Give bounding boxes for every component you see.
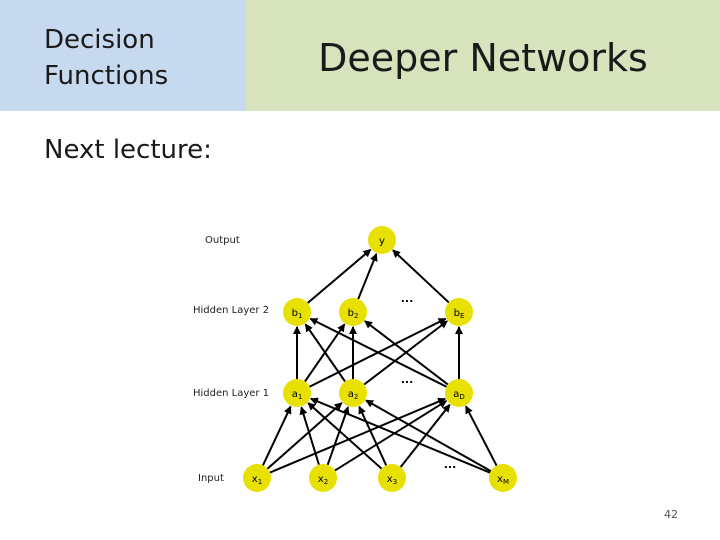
node-label: xM — [497, 474, 509, 486]
connection-arrow — [299, 406, 320, 465]
node-label: b2 — [348, 308, 359, 320]
connection-arrow — [334, 400, 448, 472]
connection-arrow — [307, 248, 372, 304]
input-layer-label: Input — [198, 473, 224, 484]
node-label: x3 — [387, 474, 397, 486]
node-label: bE — [454, 308, 465, 320]
node-label: b1 — [292, 308, 303, 320]
output-layer-label: Output — [205, 235, 240, 246]
network-node — [243, 464, 271, 492]
connection-arrow — [364, 320, 449, 386]
page-number: 42 — [664, 508, 678, 521]
ellipsis-node: ... — [401, 373, 414, 386]
connection-arrow — [266, 402, 343, 470]
network-node — [489, 464, 517, 492]
connection-arrow — [307, 402, 383, 470]
network-node — [283, 298, 311, 326]
ellipsis-node: ... — [401, 292, 414, 305]
connection-arrow — [309, 317, 447, 388]
connection-arrow — [304, 323, 346, 383]
hidden-layer-1-label: Hidden Layer 1 — [193, 388, 270, 399]
network-node — [368, 226, 396, 254]
connection-arrow — [262, 405, 292, 466]
section-title: Decision Functions — [44, 25, 169, 91]
network-node — [283, 379, 311, 407]
node-label: x2 — [318, 474, 328, 486]
section-header-panel — [0, 0, 246, 111]
connection-arrow — [269, 397, 447, 474]
network-node — [445, 298, 473, 326]
connection-arrow — [309, 397, 491, 474]
title-header-panel — [246, 0, 720, 111]
subheading: Next lecture: — [44, 135, 212, 165]
connection-arrow — [326, 406, 350, 466]
ellipsis-node: ... — [444, 458, 457, 471]
node-label: x1 — [252, 474, 262, 486]
node-label: y — [379, 236, 385, 247]
hidden-layer-2-label: Hidden Layer 2 — [193, 305, 270, 316]
slide-title: Deeper Networks — [318, 36, 648, 80]
connection-arrow — [399, 403, 451, 468]
connection-arrow — [465, 405, 498, 467]
node-label: a2 — [348, 389, 359, 401]
network-node — [339, 379, 367, 407]
connection-arrow — [365, 399, 492, 472]
node-label: a1 — [292, 389, 303, 401]
network-node — [445, 379, 473, 407]
connection-arrow — [392, 249, 450, 304]
connection-arrow — [357, 252, 378, 300]
connection-arrow — [358, 405, 388, 466]
network-node — [378, 464, 406, 492]
node-label: aD — [453, 389, 465, 401]
network-node — [339, 298, 367, 326]
network-node — [309, 464, 337, 492]
